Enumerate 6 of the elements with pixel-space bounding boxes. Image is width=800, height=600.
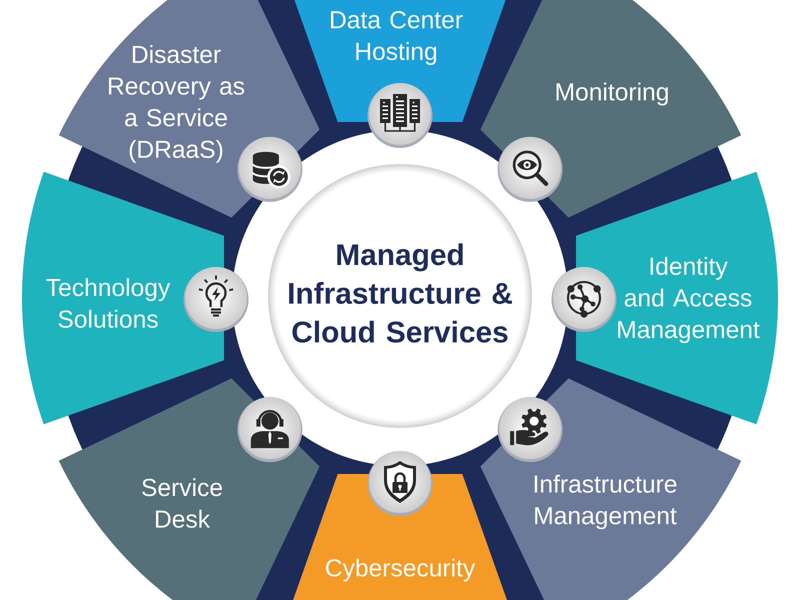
wheel-segment: Identity and Access Management — [576, 172, 778, 424]
wheel-segment: Monitoring — [480, 0, 742, 218]
wheel-segment: Infrastructure Management — [480, 378, 742, 600]
wheel-segment: Service Desk — [58, 378, 320, 600]
wheel-segment: Technology Solutions — [22, 172, 224, 424]
wheel-segment: Disaster Recovery as a Service (DRaaS) — [58, 0, 320, 218]
